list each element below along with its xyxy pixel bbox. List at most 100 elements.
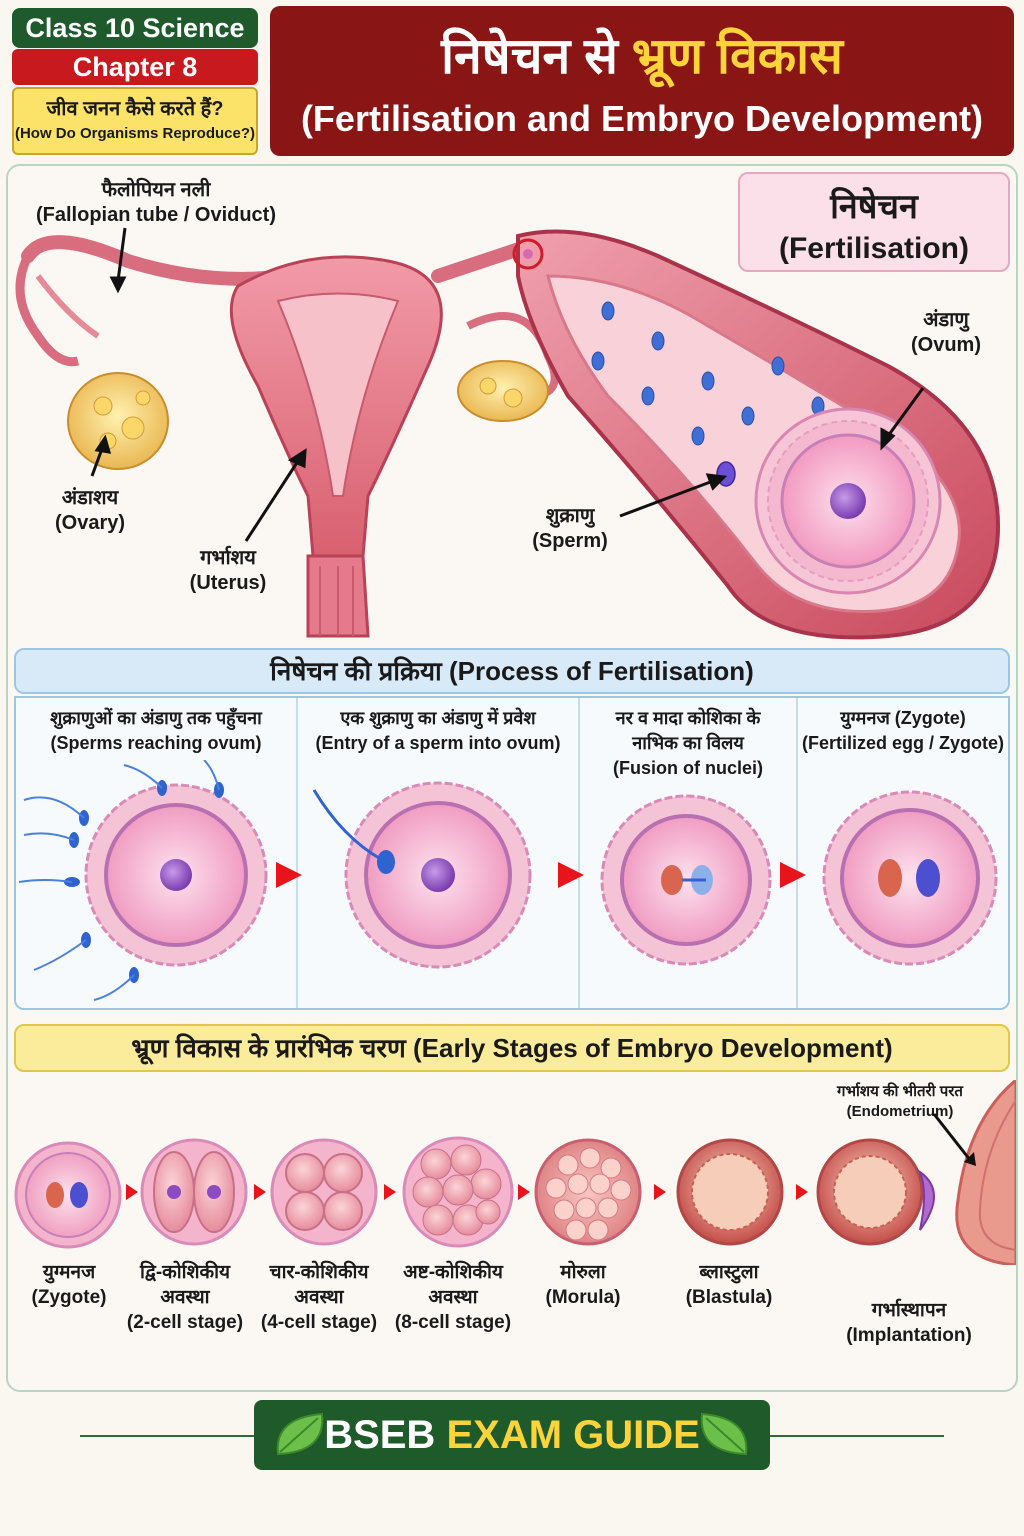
step-3-hindi: नर व मादा कोशिका के नाभिक का विलय bbox=[615, 708, 761, 753]
stage-implantation-label: गर्भास्थापन (Implantation) bbox=[834, 1298, 984, 1348]
fallopian-label-english: (Fallopian tube / Oviduct) bbox=[36, 204, 276, 226]
endometrium-arrow bbox=[932, 1113, 972, 1161]
endometrium-tissue bbox=[955, 1080, 1016, 1265]
stage-4cell-hindi: चार-कोशिकीय bbox=[269, 1262, 369, 1283]
endometrium-hindi: गर्भाशय की भीतरी परत bbox=[837, 1083, 963, 1100]
stage-arrow-2 bbox=[254, 1184, 266, 1200]
step-4-illustration bbox=[822, 790, 998, 966]
ovum-label-hindi: अंडाणु bbox=[923, 309, 969, 331]
process-step-2: एक शुक्राणु का अंडाणु में प्रवेश(Entry o… bbox=[298, 698, 580, 1008]
step-2-illustration bbox=[312, 781, 532, 969]
stage-morula-label: मोरुला (Morula) bbox=[518, 1260, 648, 1310]
footer-line-left bbox=[80, 1435, 254, 1437]
endometrium-english: (Endometrium) bbox=[846, 1103, 954, 1120]
process-step-3: नर व मादा कोशिका के नाभिक का विलय(Fusion… bbox=[580, 698, 798, 1008]
stage-2cell-hindi: द्वि-कोशिकीय bbox=[139, 1262, 231, 1283]
step-1-hindi: शुक्राणुओं का अंडाणु तक पहुँचना bbox=[50, 708, 262, 728]
ovary-label-hindi: अंडाशय bbox=[61, 487, 119, 509]
topic-english: (How Do Organisms Reproduce?) bbox=[14, 125, 256, 142]
footer-line-right bbox=[770, 1435, 944, 1437]
process-step-1: शुक्राणुओं का अंडाणु तक पहुँचना (Sperms r… bbox=[16, 698, 298, 1008]
step-1-english: (Sperms reaching ovum) bbox=[50, 733, 262, 753]
process-heading: निषेचन की प्रक्रिया (Process of Fertilis… bbox=[14, 648, 1010, 694]
ovary-label-english: (Ovary) bbox=[54, 512, 126, 534]
left-fallopian-tube bbox=[21, 235, 295, 286]
stage-implantation-english: (Implantation) bbox=[846, 1325, 972, 1346]
class-label: Class 10 Science bbox=[25, 13, 245, 43]
uterus-label-hindi: गर्भाशय bbox=[200, 547, 256, 569]
stage-implantation-hindi: गर्भास्थापन bbox=[871, 1300, 947, 1321]
leaf-icon-right bbox=[700, 1412, 748, 1456]
class-badge: Class 10 Science bbox=[12, 8, 258, 48]
left-fimbriae bbox=[15, 253, 80, 367]
uterus-label-english: (Uterus) bbox=[189, 572, 267, 594]
stage-8cell-english: (8-cell stage) bbox=[394, 1312, 512, 1333]
stage-2cell-english: (2-cell stage) bbox=[126, 1312, 244, 1333]
sperm-label: शुक्राणु (Sperm) bbox=[510, 504, 630, 554]
topic-badge: जीव जनन कैसे करते हैं? (How Do Organisms… bbox=[12, 87, 258, 155]
stage-8cell-drawing bbox=[402, 1136, 514, 1248]
stage-arrow-3 bbox=[384, 1184, 396, 1200]
uterus-label: गर्भाशय (Uterus) bbox=[168, 546, 288, 596]
stage-morula-drawing bbox=[534, 1138, 642, 1246]
stage-zygote-english: (Zygote) bbox=[31, 1287, 107, 1308]
leaf-icon-left bbox=[276, 1412, 324, 1456]
stage-zygote-drawing bbox=[14, 1141, 122, 1249]
step-3-illustration bbox=[600, 794, 772, 966]
chapter-badge: Chapter 8 bbox=[12, 49, 258, 85]
footer-exam-guide: EXAM GUIDE bbox=[446, 1413, 700, 1457]
footer-brand: BSEB bbox=[324, 1413, 436, 1457]
stage-arrow-4 bbox=[518, 1184, 530, 1200]
step-1-illustration bbox=[18, 760, 268, 1001]
ovary-label: अंडाशय (Ovary) bbox=[30, 486, 150, 536]
zoom-indicator-circle bbox=[512, 238, 544, 270]
stage-4cell-label: चार-कोशिकीय अवस्था (4-cell stage) bbox=[254, 1260, 384, 1335]
stage-arrow-5 bbox=[654, 1184, 666, 1200]
stage-blastula-drawing bbox=[676, 1138, 784, 1246]
page-title-hindi: निषेचन से भ्रूण विकास bbox=[270, 20, 1014, 88]
step-4-english: (Fertilized egg / Zygote) bbox=[801, 733, 1004, 753]
step-4-hindi: युग्मनज (Zygote) bbox=[840, 708, 966, 728]
step-2-hindi: एक शुक्राणु का अंडाणु में प्रवेश bbox=[340, 708, 536, 728]
stage-zygote-label: युग्मनज (Zygote) bbox=[4, 1260, 134, 1310]
process-step-4: युग्मनज (Zygote) (Fertilized egg / Zygote… bbox=[798, 698, 1008, 1008]
stage-arrow-6 bbox=[796, 1184, 808, 1200]
chapter-label: Chapter 8 bbox=[72, 52, 198, 82]
stage-blastula-english: (Blastula) bbox=[685, 1287, 773, 1308]
stage-8cell-hindi: अष्ट-कोशिकीय bbox=[403, 1262, 503, 1283]
endometrium-label: गर्भाशय की भीतरी परत (Endometrium) bbox=[820, 1082, 980, 1122]
topic-hindi: जीव जनन कैसे करते हैं? bbox=[46, 98, 224, 120]
stage-morula-english: (Morula) bbox=[545, 1287, 621, 1308]
sperm-label-english: (Sperm) bbox=[532, 530, 608, 552]
stage-arrow-1 bbox=[126, 1184, 138, 1200]
stage-4cell-hindi2: अवस्था bbox=[294, 1287, 344, 1308]
stage-blastula-hindi: ब्लास्टुला bbox=[699, 1262, 759, 1283]
fallopian-label: फैलोपियन नली (Fallopian tube / Oviduct) bbox=[36, 178, 276, 228]
stage-2cell-hindi2: अवस्था bbox=[160, 1287, 210, 1308]
sperm-label-hindi: शुक्राणु bbox=[545, 505, 595, 527]
process-arrow-2 bbox=[558, 862, 584, 888]
page-title-english: (Fertilisation and Embryo Development) bbox=[300, 98, 984, 139]
reproductive-system-diagram bbox=[15, 227, 1001, 640]
stage-2cell-label: द्वि-कोशिकीय अवस्था (2-cell stage) bbox=[120, 1260, 250, 1335]
stage-zygote-hindi: युग्मनज bbox=[42, 1262, 96, 1283]
ovum-nucleus bbox=[830, 483, 866, 519]
footer-banner: BSEB EXAM GUIDE bbox=[254, 1400, 770, 1470]
stage-2cell-drawing bbox=[140, 1138, 248, 1246]
stage-4cell-drawing bbox=[270, 1138, 378, 1246]
fertilisation-english: (Fertilisation) bbox=[778, 232, 969, 265]
right-ovary bbox=[457, 360, 549, 422]
stage-implantation-drawing bbox=[816, 1138, 935, 1246]
embryo-stage-illustrations bbox=[14, 1080, 1016, 1265]
fallopian-label-hindi: फैलोपियन नली bbox=[101, 179, 211, 201]
label-arrows bbox=[90, 227, 925, 542]
process-arrow-3 bbox=[780, 862, 806, 888]
process-arrow-1 bbox=[276, 862, 302, 888]
stage-8cell-label: अष्ट-कोशिकीय अवस्था (8-cell stage) bbox=[388, 1260, 518, 1335]
process-illustrations bbox=[18, 760, 998, 1001]
title-hindi-highlight: भ्रूण विकास bbox=[631, 28, 843, 84]
left-ovary bbox=[67, 372, 169, 470]
fertilisation-box: निषेचन (Fertilisation) bbox=[738, 172, 1010, 272]
stage-morula-hindi: मोरुला bbox=[560, 1262, 606, 1283]
stage-8cell-hindi2: अवस्था bbox=[428, 1287, 478, 1308]
